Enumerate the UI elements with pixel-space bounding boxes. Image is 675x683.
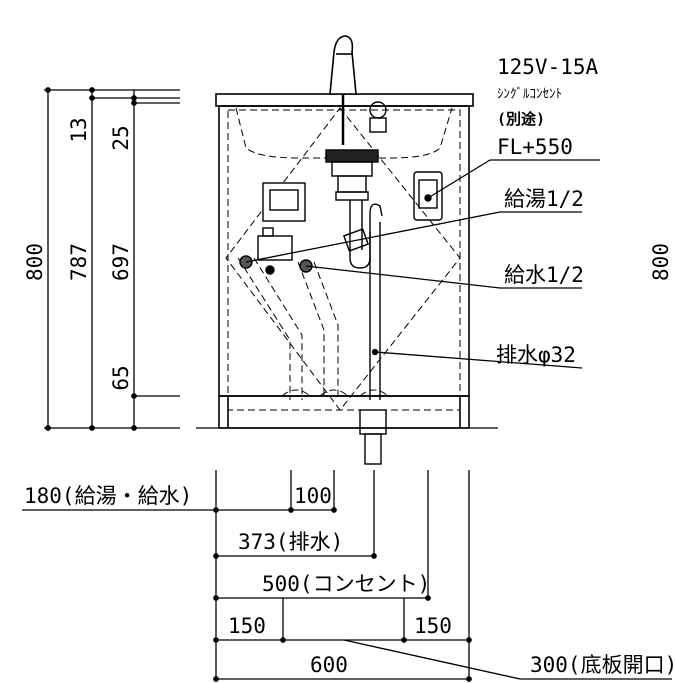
drain-trap xyxy=(325,101,387,465)
dim-width: 600 xyxy=(310,653,348,677)
outlet-note-label: (別途) xyxy=(497,110,545,128)
control-box xyxy=(239,182,313,275)
horizontal-dimensions xyxy=(22,470,672,682)
outlet-type-label: ｼﾝｸﾞﾙｺﾝｾﾝﾄ xyxy=(497,87,562,102)
dim-top-strip: 13 xyxy=(67,117,91,142)
plinth xyxy=(218,395,470,429)
cold-water-pipe xyxy=(297,261,339,400)
drain-stub xyxy=(359,409,387,435)
dim-cabinet: 697 xyxy=(109,243,133,281)
dim-floor-opening: 300(底板開口) xyxy=(530,653,675,677)
dim-overall-height: 800 xyxy=(23,243,47,281)
dim-plinth: 65 xyxy=(109,365,133,390)
hot-water-label: 給湯1/2 xyxy=(504,187,584,211)
dim-outlet-offset: 500(コンセント) xyxy=(262,572,430,596)
dim-right-edge: 800 xyxy=(649,243,673,281)
dim-drain-offset: 373(排水) xyxy=(238,530,343,554)
dim-left-margin: 150 xyxy=(228,614,266,638)
basin-outline xyxy=(235,107,453,159)
vertical-dimensions xyxy=(44,87,180,431)
callout-leaders xyxy=(245,159,600,369)
faucet xyxy=(329,35,357,145)
drain-label: 排水φ32 xyxy=(496,343,576,367)
counter-top xyxy=(215,93,474,107)
cold-water-label: 給水1/2 xyxy=(504,263,584,287)
dim-right-margin: 150 xyxy=(414,614,452,638)
dim-body-height: 787 xyxy=(67,243,91,281)
dim-counter: 25 xyxy=(109,125,133,150)
outlet-rating-label: 125V-15A xyxy=(497,55,599,79)
dim-supply-pitch: 100 xyxy=(294,484,332,508)
hot-water-pipe xyxy=(237,257,303,400)
outlet-height-label: FL+550 xyxy=(497,135,573,159)
dim-supply-offset: 180(給湯・給水) xyxy=(24,484,192,508)
